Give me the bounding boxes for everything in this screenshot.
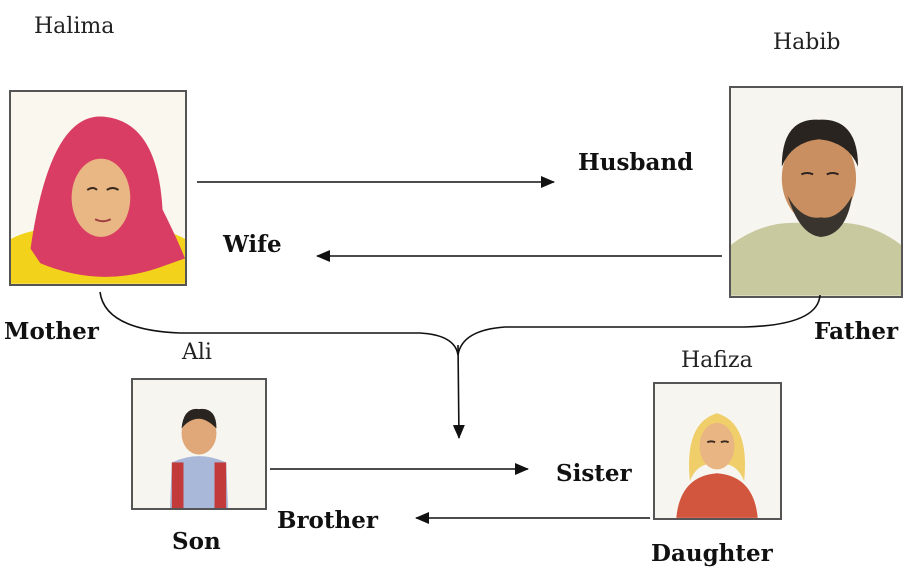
hafiza-portrait (653, 382, 782, 520)
children-down-arrow (452, 344, 465, 439)
girl-icon (655, 384, 780, 518)
sister-label: Sister (556, 460, 632, 487)
habib-portrait (729, 86, 903, 298)
halima-name: Halima (34, 14, 115, 39)
husband-label: Husband (578, 149, 694, 176)
daughter-label: Daughter (651, 540, 773, 567)
woman-in-red-headscarf-icon (11, 92, 185, 284)
ali-portrait (131, 378, 267, 510)
bearded-man-icon (731, 88, 901, 296)
boy-icon (133, 380, 265, 508)
father-connector (457, 294, 821, 356)
mother-connector (99, 291, 459, 356)
wife-label: Wife (223, 231, 282, 258)
hafiza-name: Hafiza (681, 348, 753, 373)
ali-name: Ali (182, 340, 212, 365)
son-label: Son (172, 528, 221, 555)
father-label: Father (814, 318, 899, 345)
mother-label: Mother (4, 318, 99, 345)
brother-label: Brother (277, 507, 378, 534)
habib-name: Habib (773, 30, 841, 55)
halima-portrait (9, 90, 187, 286)
